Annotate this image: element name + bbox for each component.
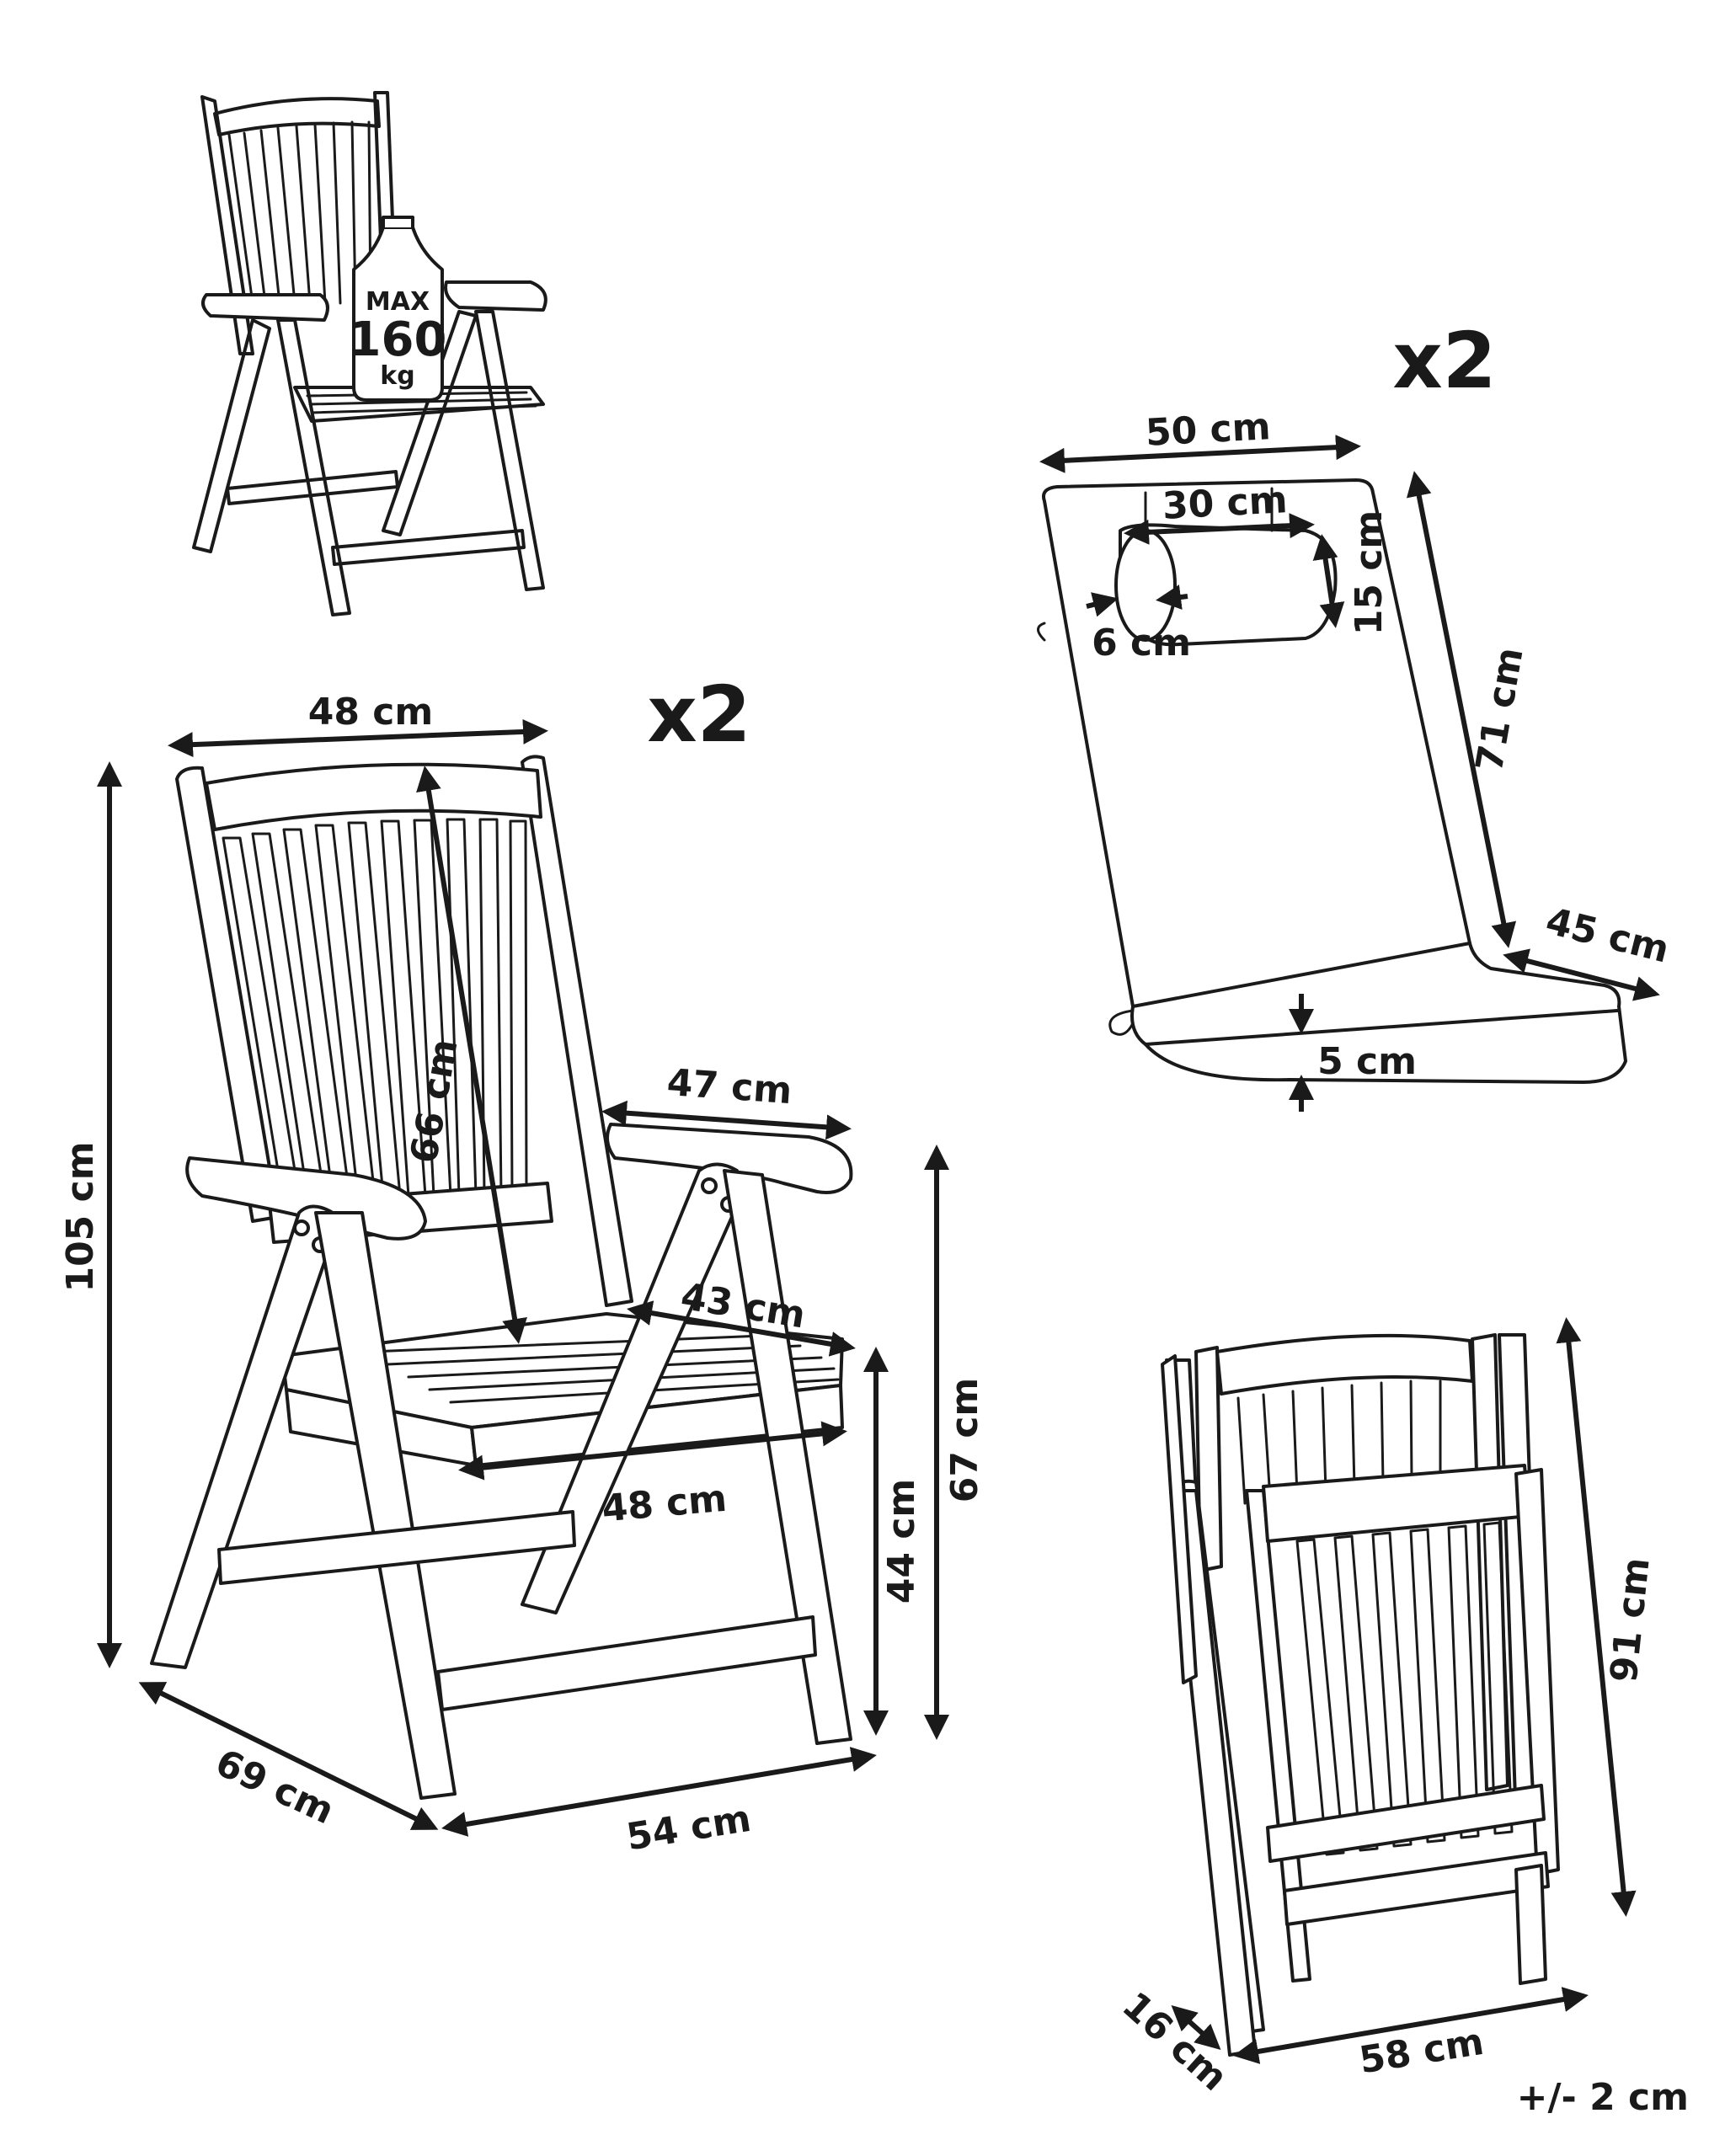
- folded-chair-illustration: [1161, 1333, 1560, 2057]
- cushion-illustration: [1037, 478, 1627, 1084]
- main-width-label: 54 cm: [623, 1797, 754, 1860]
- main-depth-label: 69 cm: [209, 1741, 340, 1833]
- main-chair-dimension-arrows: [97, 718, 949, 1837]
- cushion-seat-depth-label: 45 cm: [1541, 899, 1673, 971]
- tolerance-note: +/- 2 cm: [1517, 2076, 1689, 2119]
- small-chair-illustration: MAX 160 kg: [192, 91, 547, 616]
- cushion-thickness-label: 5 cm: [1317, 1040, 1417, 1083]
- main-seat-width-label: 48 cm: [601, 1477, 729, 1531]
- folded-height-label: 91 cm: [1602, 1556, 1658, 1684]
- weight-value-label: 160: [349, 312, 447, 367]
- main-seat-height-label: 44 cm: [880, 1479, 923, 1604]
- main-armrest-height-label: 67 cm: [943, 1378, 986, 1502]
- cushion-pillow-height-label: 15 cm: [1348, 510, 1391, 635]
- main-chair-illustration: [150, 755, 853, 1800]
- cushion-length-label: 71 cm: [1468, 644, 1532, 775]
- weight-max-label: MAX: [366, 287, 430, 317]
- folded-chair-dimension-arrows: [1171, 1317, 1637, 2064]
- cushion-width-label: 50 cm: [1145, 405, 1272, 455]
- weight-bottle-icon: [352, 216, 444, 402]
- main-back-width-label: 48 cm: [308, 691, 433, 734]
- cushion-dimension-arrows: [1039, 435, 1660, 1112]
- main-chair-quantity: x2: [647, 670, 750, 760]
- main-total-height-label: 105 cm: [59, 1141, 102, 1292]
- cushion-pillow-depth-label: 6 cm: [1092, 622, 1191, 664]
- weight-unit-label: kg: [380, 361, 414, 391]
- main-armrest-length-label: 47 cm: [665, 1061, 793, 1113]
- cushion-quantity: x2: [1392, 316, 1496, 406]
- folded-thickness-label: 16 cm: [1114, 1984, 1235, 2100]
- cushion-pillow-width-label: 30 cm: [1162, 478, 1289, 528]
